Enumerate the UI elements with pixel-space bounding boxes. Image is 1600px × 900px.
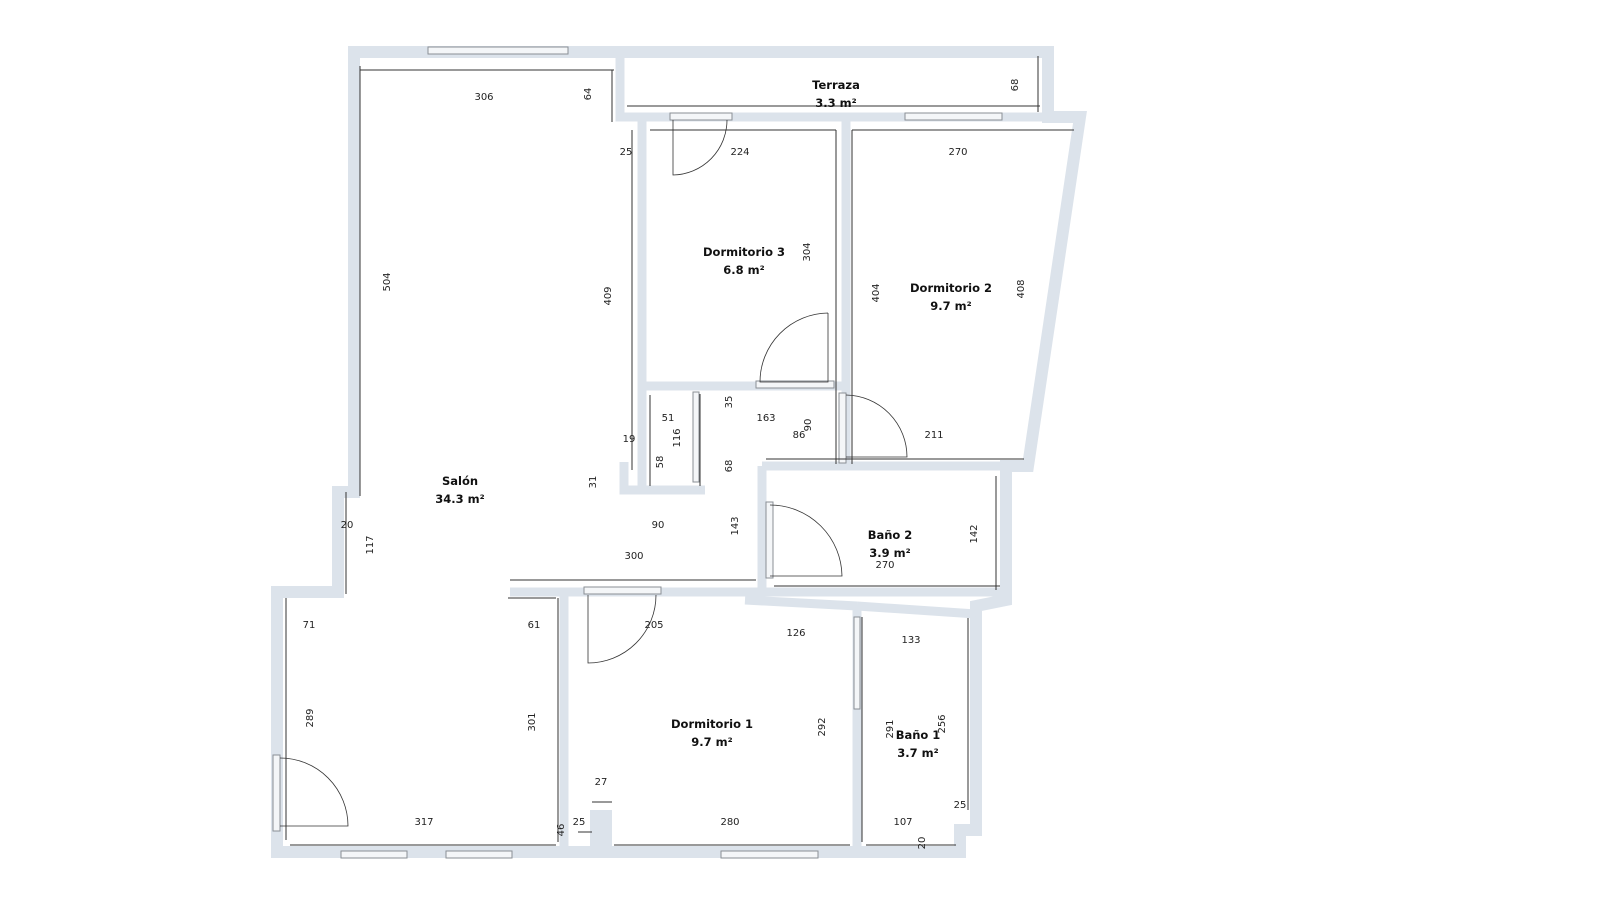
dormitorio1-wall [559,592,977,852]
dimension-label: 143 [730,516,741,535]
door-swing [279,757,349,827]
room-area: 3.3 m² [815,96,856,110]
room-area: 6.8 m² [723,263,764,277]
dimension-label: 256 [937,714,948,733]
door-swing [587,594,657,664]
dimension-label: 19 [623,434,636,445]
dimension-label: 306 [474,92,493,103]
dimension-label: 20 [917,837,928,850]
dimension-label: 280 [720,817,739,828]
dimension-label: 117 [365,535,376,554]
dimension-lines [285,56,1074,846]
room-area: 3.9 m² [869,546,910,560]
dimension-label: 20 [341,520,354,531]
dimension-label: 64 [583,88,594,101]
dimension-label: 408 [1016,279,1027,298]
door-swing [845,394,908,458]
window [669,112,733,121]
dimension-label: 270 [948,147,967,158]
dimension-label: 25 [620,147,633,158]
dimension-label: 133 [901,635,920,646]
dimension-label: 211 [924,430,943,441]
room-area: 9.7 m² [691,735,732,749]
dimension-label: 31 [588,476,599,489]
door-swing [672,119,728,176]
room-name: Dormitorio 2 [910,281,992,295]
dimension-label: 292 [817,717,828,736]
door-swing [759,312,829,383]
room-area: 34.3 m² [435,492,484,506]
window [853,616,861,710]
window [838,392,847,464]
dimension-label: 35 [724,396,735,409]
dimension-label: 126 [786,628,805,639]
dimension-label: 116 [672,428,683,447]
dimension-label: 51 [662,413,675,424]
dimension-label: 291 [885,719,896,738]
dimension-label: 289 [305,708,316,727]
dimension-label: 90 [803,419,814,432]
room-name: Terraza [812,78,860,92]
dimension-label: 107 [893,817,912,828]
dimension-label: 86 [793,430,806,441]
room-name: Baño 1 [896,728,941,742]
dimension-label: 71 [303,620,316,631]
window [427,46,569,55]
window [272,754,281,832]
dimension-label: 317 [414,817,433,828]
window [904,112,1003,121]
room-area: 9.7 m² [930,299,971,313]
window [583,586,662,595]
window [765,501,774,579]
dimension-label: 304 [802,242,813,261]
dimension-label: 61 [528,620,541,631]
dimension-label: 68 [1010,79,1021,92]
room-area: 3.7 m² [897,746,938,760]
window [755,380,835,389]
dimension-label: 270 [875,560,894,571]
room-name: Salón [442,474,478,488]
room-name: Baño 2 [868,528,913,542]
dimension-label: 205 [644,620,663,631]
window [720,850,819,859]
dimension-label: 90 [652,520,665,531]
exterior-wall [271,46,1087,858]
dimension-label: 142 [969,524,980,543]
room-name: Dormitorio 1 [671,717,753,731]
walls [271,46,1087,858]
dimension-label: 404 [871,283,882,302]
window [445,850,513,859]
dimension-label: 68 [724,460,735,473]
dimension-label: 25 [954,800,967,811]
doors [279,119,908,827]
room-labels: Terraza 3.3 m² Dormitorio 3 6.8 m² Dormitori… [435,78,992,760]
dimension-label: 163 [756,413,775,424]
dimension-label: 58 [655,456,666,469]
door-swing [769,504,843,577]
dimension-label: 27 [595,777,608,788]
dimension-label: 504 [382,272,393,291]
dimension-label: 224 [730,147,749,158]
dimension-label: 46 [556,824,567,837]
window [692,391,700,483]
dimension-label: 301 [527,712,538,731]
dimension-label: 409 [603,286,614,305]
dimension-label: 25 [573,817,586,828]
room-name: Dormitorio 3 [703,245,785,259]
window [340,850,408,859]
dimension-label: 300 [624,551,643,562]
windows [272,46,1003,859]
